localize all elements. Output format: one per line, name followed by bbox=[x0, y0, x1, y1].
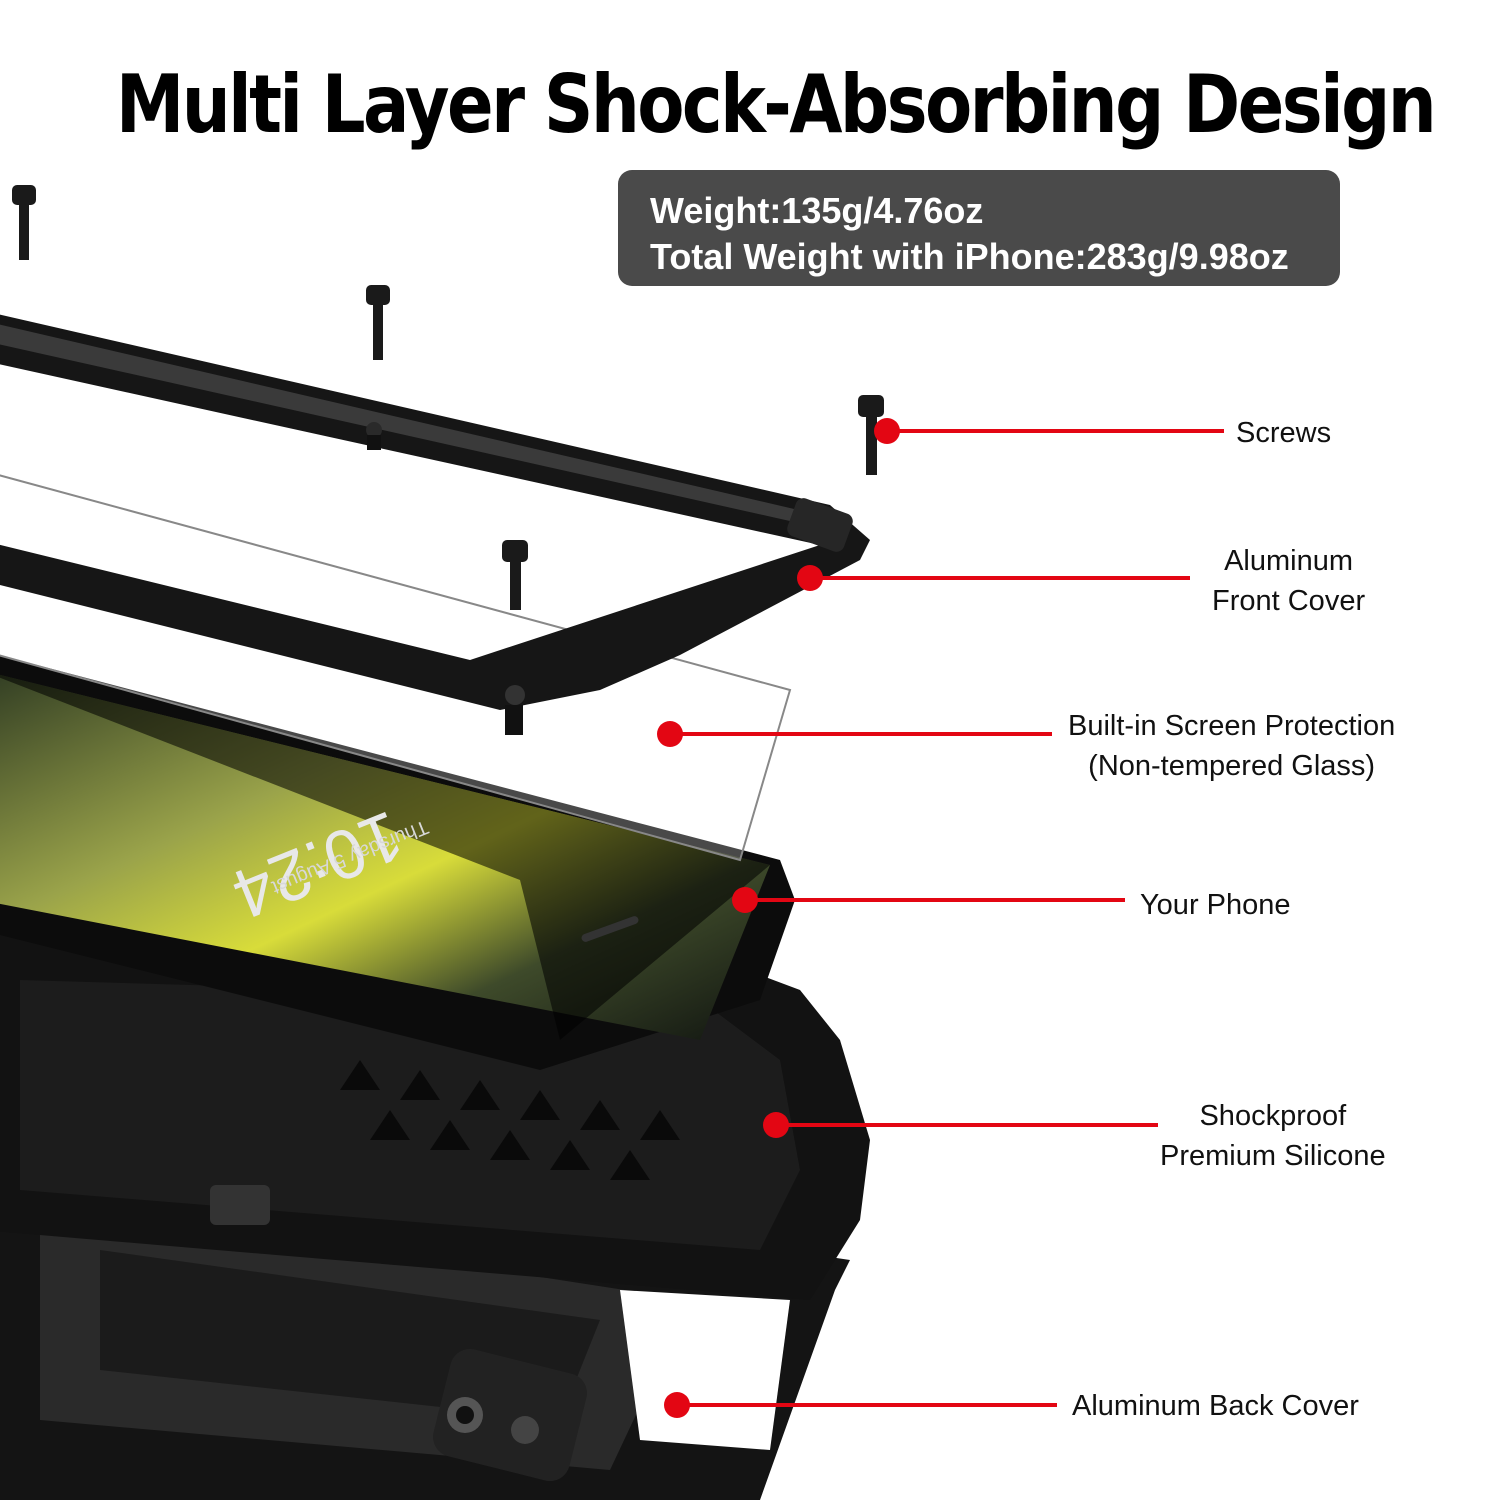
screw-4 bbox=[502, 540, 528, 610]
screws bbox=[12, 185, 884, 610]
callout-dot bbox=[664, 1392, 690, 1418]
callout-dot bbox=[874, 418, 900, 444]
callout-label-silicone: Shockproof Premium Silicone bbox=[1160, 1100, 1386, 1172]
screw-1 bbox=[12, 185, 36, 260]
weight-text: Weight:135g/4.76oz bbox=[650, 190, 984, 231]
callout-label-back-cover: Aluminum Back Cover bbox=[1072, 1390, 1359, 1422]
aluminum-front-cover bbox=[0, 314, 870, 735]
callout-label-front-cover: Aluminum Front Cover bbox=[1212, 545, 1366, 617]
callout-label-screen-protection: Built-in Screen Protection (Non-tempered… bbox=[1068, 710, 1396, 782]
phone: 10:24 Thursday 5 August bbox=[0, 655, 795, 1070]
callout-dot bbox=[657, 721, 683, 747]
page-title: Multi Layer Shock-Absorbing Design bbox=[115, 58, 1437, 151]
screw-3 bbox=[858, 395, 884, 475]
callout-dot bbox=[763, 1112, 789, 1138]
total-weight-text: Total Weight with iPhone:283g/9.98oz bbox=[650, 236, 1289, 277]
callout-markers bbox=[657, 418, 1224, 1418]
callout-label-screws: Screws bbox=[1236, 417, 1332, 449]
callout-dot bbox=[732, 887, 758, 913]
screw-2 bbox=[366, 285, 390, 360]
weight-info-box: Weight:135g/4.76oz Total Weight with iPh… bbox=[618, 170, 1340, 286]
callout-label-your-phone: Your Phone bbox=[1140, 889, 1291, 921]
callout-dot bbox=[797, 565, 823, 591]
